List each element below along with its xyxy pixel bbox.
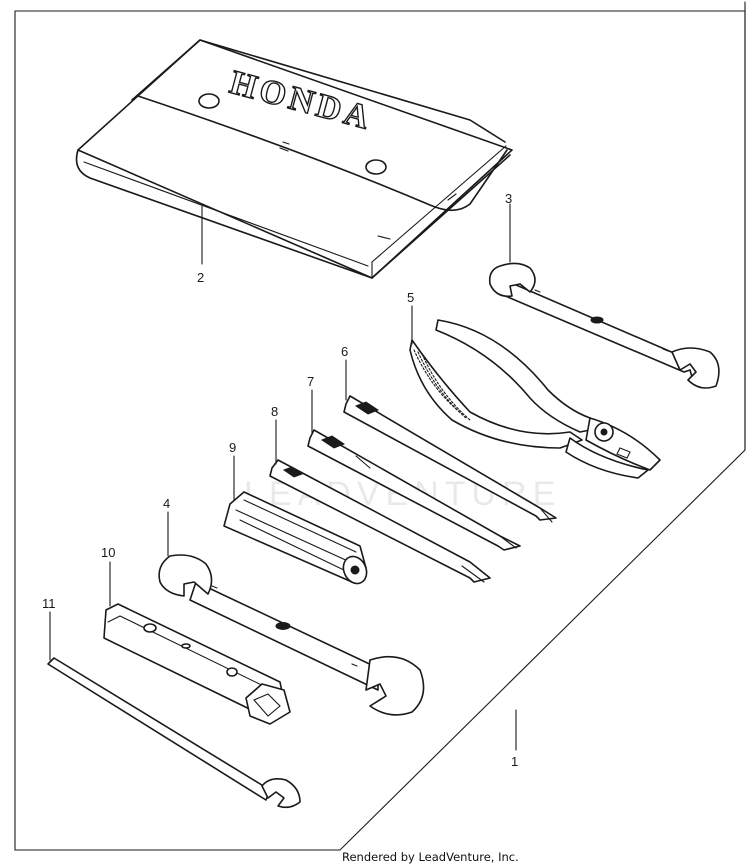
callout-number: 7 [307, 374, 314, 389]
wrench-open-end-small [488, 262, 720, 389]
screwdriver-6 [343, 395, 557, 523]
callout-2: 2 [197, 205, 204, 285]
callout-number: 3 [505, 191, 512, 206]
callout-3: 3 [505, 191, 512, 263]
callout-11: 11 [42, 596, 56, 661]
callout-4: 4 [163, 496, 170, 557]
callout-number: 11 [42, 596, 56, 611]
callout-number: 2 [197, 270, 204, 285]
callout-10: 10 [101, 545, 115, 607]
callout-6: 6 [341, 344, 348, 401]
wrench-combination [158, 554, 425, 716]
callout-number: 4 [163, 496, 170, 511]
tool-bag: HONDA [75, 39, 513, 279]
callout-number: 10 [101, 545, 115, 560]
spark-plug-wrench [103, 603, 291, 725]
callout-8: 8 [271, 404, 278, 465]
callout-7: 7 [307, 374, 314, 435]
callout-9: 9 [229, 440, 236, 501]
tray-outline [14, 10, 746, 851]
callout-number: 8 [271, 404, 278, 419]
callout-number: 9 [229, 440, 236, 455]
callout-1: 1 [511, 709, 518, 769]
callout-5: 5 [407, 290, 414, 345]
pliers [409, 319, 661, 479]
credit-text: Rendered by LeadVenture, Inc. [342, 850, 519, 864]
handle-rod [47, 657, 301, 809]
screwdriver-flat [269, 459, 491, 583]
screwdriver-handle [223, 491, 368, 585]
screwdriver-7 [307, 429, 521, 551]
callout-number: 1 [511, 754, 518, 769]
callout-number: 5 [407, 290, 414, 305]
callout-number: 6 [341, 344, 348, 359]
